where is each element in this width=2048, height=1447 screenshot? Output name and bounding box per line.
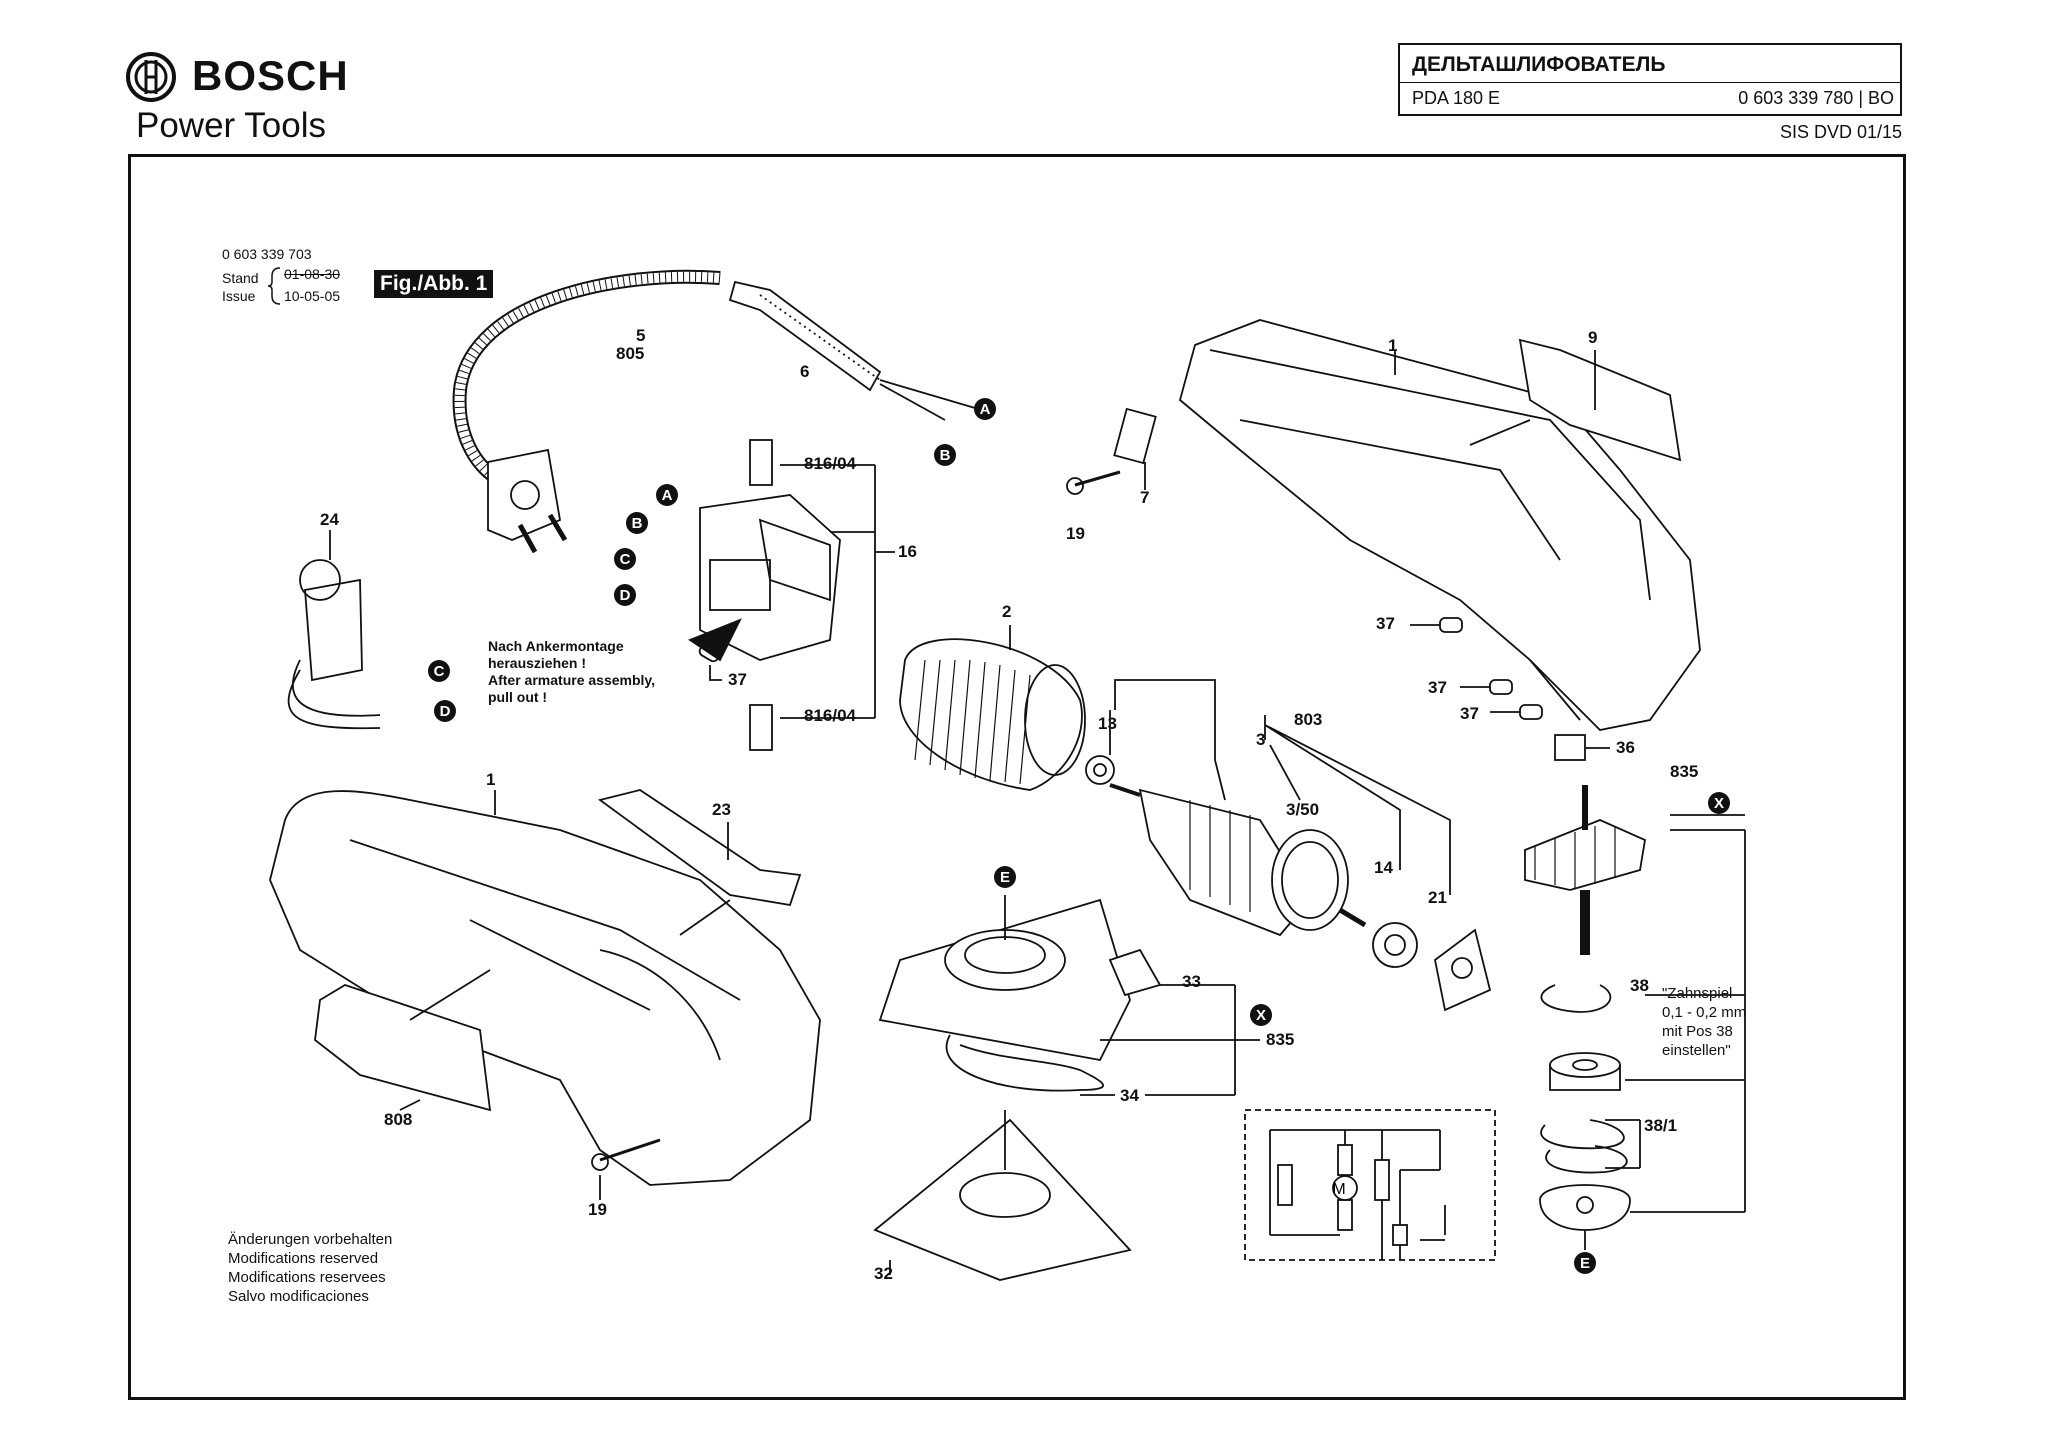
marker-x-pad: X: [1250, 1004, 1272, 1026]
marker-e-pad: E: [994, 866, 1016, 888]
callout-13: 13: [1098, 714, 1117, 733]
output-gear: [1524, 819, 1647, 891]
marker-d-switch: D: [614, 584, 636, 606]
footer-note-line: Salvo modificaciones: [228, 1288, 369, 1305]
model-name: PDA 180 E: [1412, 88, 1501, 108]
callout-19-lower: 19: [588, 1200, 607, 1219]
callout-19-upper: 19: [1066, 524, 1085, 543]
callout-14: 14: [1374, 858, 1393, 877]
brace-icon: [267, 267, 281, 305]
callout-16: 16: [898, 542, 917, 561]
footer-note-line: Änderungen vorbehalten: [228, 1231, 393, 1248]
gear-note-line: "Zahnspiel: [1662, 985, 1733, 1002]
figure-label: Fig./Abb. 1: [374, 270, 494, 298]
footer-note-line: Modifications reservees: [228, 1269, 386, 1286]
callout-37-a: 37: [1376, 614, 1395, 633]
title-block: ДЕЛЬТАШЛИФОВАТЕЛЬ PDA 180 E 0 603 339 78…: [1398, 43, 1902, 116]
callout-33: 33: [1182, 972, 1201, 991]
gear-note-line: mit Pos 38: [1662, 1023, 1733, 1040]
rating-label: [1518, 338, 1682, 462]
callout-24: 24: [320, 510, 339, 529]
modifications-note: Änderungen vorbehalten Modifications res…: [228, 1230, 392, 1306]
edition-label: SIS DVD 01/15: [1779, 122, 1902, 142]
marker-a-switch: A: [656, 484, 678, 506]
callout-835-upper: 835: [1670, 762, 1699, 781]
assembly-note-line: After armature assembly,: [488, 672, 656, 688]
callout-9: 9: [1588, 328, 1598, 347]
motor-symbol: M: [1332, 1181, 1345, 1198]
issue-date: 10-05-05: [284, 288, 341, 304]
issue-label: Issue: [222, 288, 256, 304]
marker-a-cord: A: [974, 398, 996, 420]
wiring-schematic: [1244, 1109, 1496, 1261]
footer-note-line: Modifications reserved: [228, 1250, 379, 1267]
armature: [1138, 788, 1312, 937]
callout-34: 34: [1120, 1086, 1139, 1105]
callout-21: 21: [1428, 888, 1447, 907]
bosch-logo: [124, 50, 178, 109]
callout-38: 38: [1630, 976, 1649, 995]
gear-note-line: einstellen": [1662, 1042, 1731, 1059]
callout-3-50: 3/50: [1286, 800, 1320, 819]
callout-32: 32: [874, 1264, 893, 1283]
assembly-note-line: herausziehen !: [488, 655, 587, 671]
marker-d-control: D: [434, 700, 456, 722]
callout-835-lower: 835: [1266, 1030, 1295, 1049]
callout-37-b: 37: [1428, 678, 1447, 697]
struck-date: 01-08-30: [284, 266, 341, 282]
marker-e-eccentric: E: [1574, 1252, 1596, 1274]
callout-1-upper: 1: [1388, 336, 1398, 355]
callout-7: 7: [1140, 488, 1150, 507]
bosch-armature-icon: [126, 52, 176, 102]
callout-808: 808: [384, 1110, 413, 1129]
marker-b-cord: B: [934, 444, 956, 466]
callout-5: 5: [636, 326, 646, 345]
marker-c-switch: C: [614, 548, 636, 570]
callout-816-04-upper: 816/04: [804, 454, 856, 473]
marker-b-switch: B: [626, 512, 648, 534]
assembly-note-line: pull out !: [488, 689, 548, 705]
callout-2: 2: [1002, 602, 1012, 621]
strain-relief: [728, 280, 882, 392]
callout-803: 803: [1294, 710, 1323, 729]
callout-6: 6: [800, 362, 810, 381]
callout-36: 36: [1616, 738, 1635, 757]
callout-38-1: 38/1: [1644, 1116, 1678, 1135]
assembly-note-line: Nach Ankermontage: [488, 638, 624, 654]
brand-name: BOSCH: [192, 52, 349, 99]
callout-816-04-lower: 816/04: [804, 706, 856, 725]
marker-c-control: C: [428, 660, 450, 682]
drawing-frame: [128, 154, 1906, 1400]
power-cord: [452, 269, 721, 487]
callout-37-c: 37: [1460, 704, 1479, 723]
gear-backlash-note: "Zahnspiel 0,1 - 0,2 mm mit Pos 38 einst…: [1662, 984, 1746, 1060]
gear-note-line: 0,1 - 0,2 mm: [1662, 1004, 1747, 1021]
stamp-number: 0 603 339 703: [222, 246, 312, 262]
sanding-plate: [873, 1118, 1132, 1281]
stand-label: Stand: [222, 270, 259, 286]
callout-37-switch: 37: [728, 670, 747, 689]
callout-3: 3: [1256, 730, 1266, 749]
product-title: ДЕЛЬТАШЛИФОВАТЕЛЬ: [1412, 53, 1666, 76]
callout-23: 23: [712, 800, 731, 819]
callout-1-lower: 1: [486, 770, 496, 789]
plug: [487, 448, 562, 541]
assembly-note: Nach Ankermontage herausziehen ! After a…: [488, 638, 655, 706]
marker-x-gear: X: [1708, 792, 1730, 814]
housing-lower: [269, 790, 821, 1186]
callout-805: 805: [616, 344, 645, 363]
brand-subtitle: Power Tools: [136, 106, 327, 145]
speed-control: [304, 578, 363, 682]
part-number: 0 603 339 780 | BO: [1738, 88, 1894, 108]
